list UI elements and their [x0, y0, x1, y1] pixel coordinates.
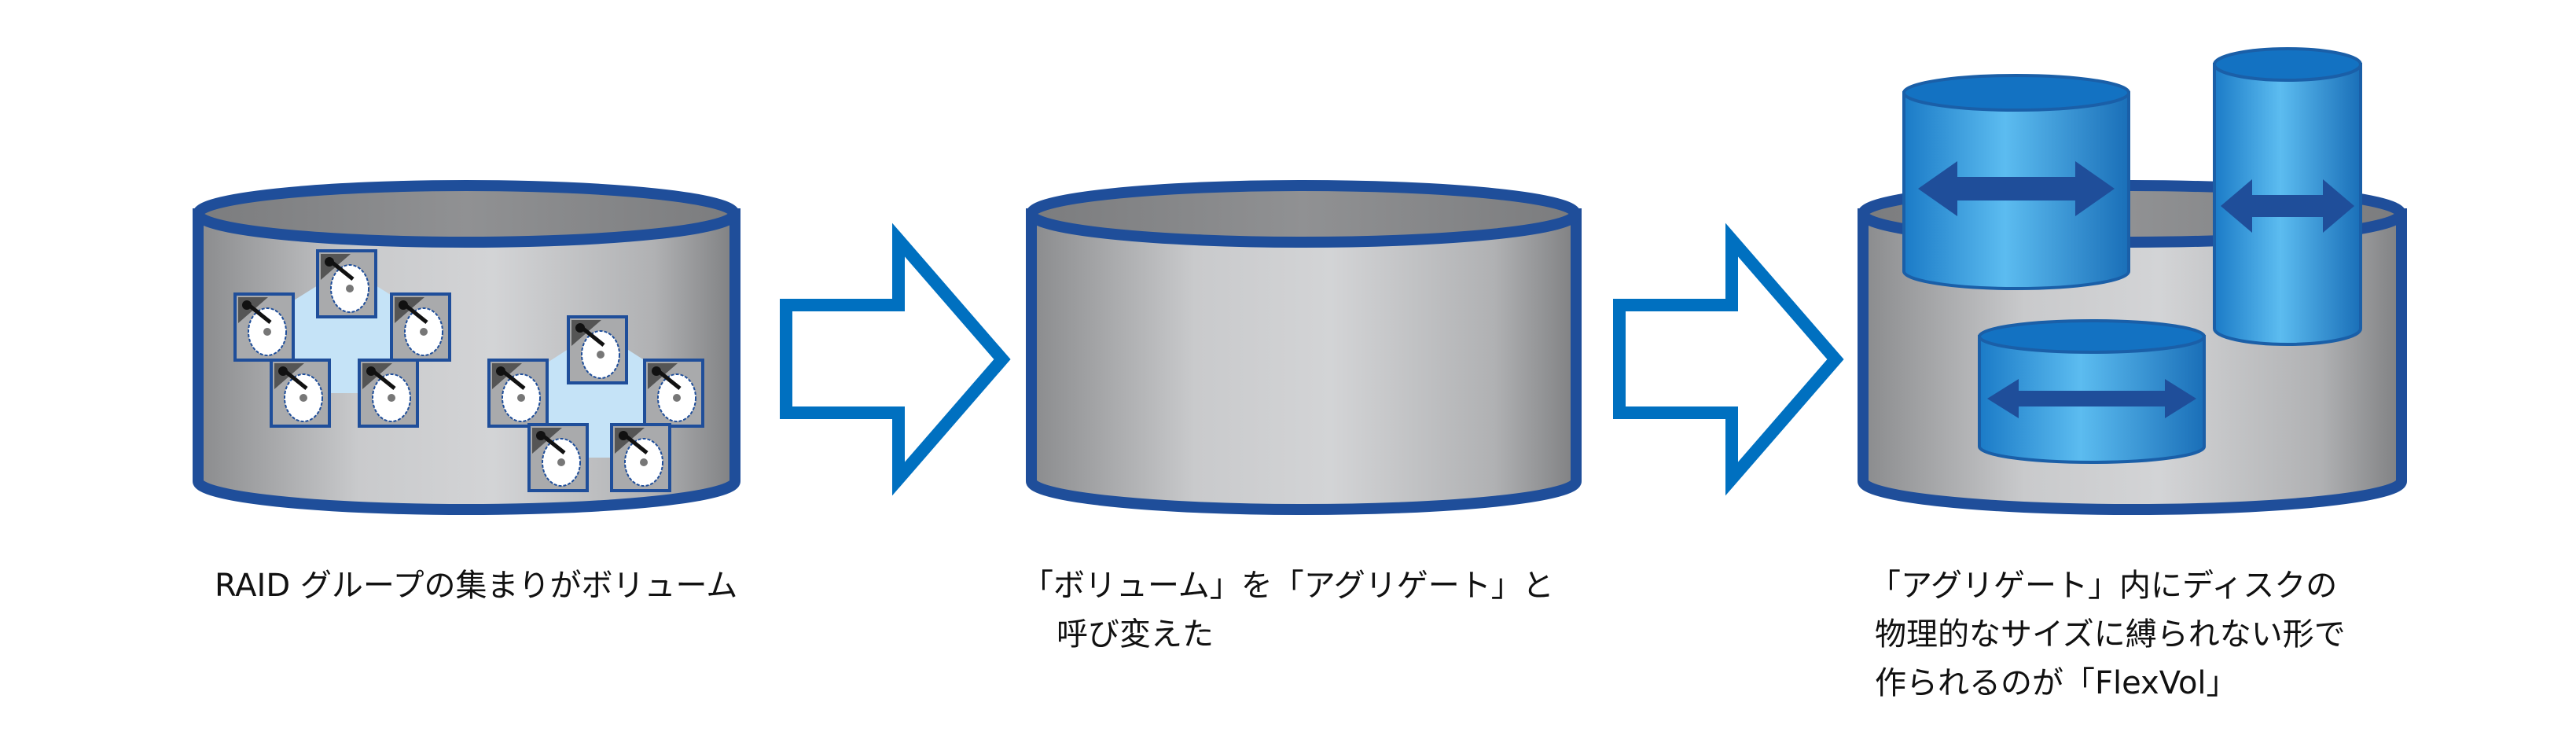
raid-group-1: [235, 251, 450, 426]
disk-icon: [529, 425, 587, 491]
resize-arrow-icon: [1918, 161, 2115, 216]
disk-icon: [612, 425, 670, 491]
caption-flexvol-line3: 作られるのが「FlexVol」: [1875, 665, 2238, 701]
disk-icon: [318, 251, 376, 317]
resize-arrow-icon: [1987, 379, 2196, 418]
disk-icon: [645, 360, 703, 426]
right-arrow-icon: [1619, 240, 1836, 479]
aggregate-cylinder: [1026, 180, 1582, 516]
caption-aggregate-line2: 呼び変えた: [1056, 616, 1214, 653]
disk-icon: [271, 360, 329, 426]
disk-icon: [359, 360, 417, 426]
disk-icon: [235, 294, 293, 360]
resize-arrow-icon: [2221, 179, 2354, 233]
disk-icon: [489, 360, 547, 426]
right-arrow-icon: [786, 240, 1002, 479]
caption-flexvol-line2: 物理的なサイズに縛られない形で: [1875, 616, 2346, 653]
flexvol-cylinder: [2213, 47, 2362, 346]
disk-icon: [391, 294, 450, 360]
disk-icon: [568, 317, 627, 383]
caption-flexvol-line1: 「アグリゲート」内にディスクの: [1869, 568, 2337, 604]
raid-volume-cylinder: [193, 180, 740, 516]
raid-group-2: [489, 317, 703, 491]
caption-raid-volume: RAID グループの集まりがボリューム: [215, 568, 737, 604]
flexvol-cylinder: [1902, 74, 2130, 290]
aggregate-with-flexvols: [1858, 47, 2407, 516]
caption-aggregate-line1: 「ボリューム」を「アグリゲート」と: [1022, 568, 1554, 604]
flexvol-cylinder: [1978, 319, 2206, 464]
